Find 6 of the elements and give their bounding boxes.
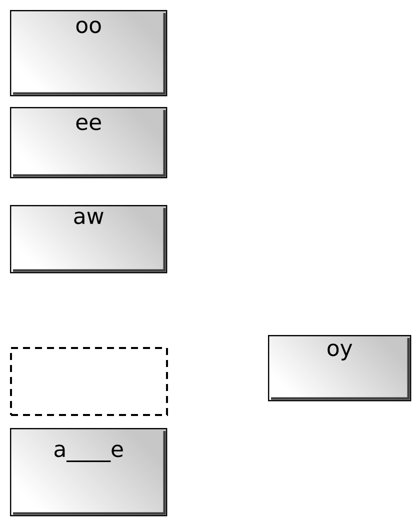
label-box: a____e bbox=[10, 428, 168, 516]
label-box: oy bbox=[268, 335, 412, 402]
label-box: ee bbox=[10, 107, 168, 178]
label-box: aw bbox=[10, 205, 168, 274]
dashed-box bbox=[10, 347, 168, 416]
label-box: oo bbox=[10, 10, 168, 96]
